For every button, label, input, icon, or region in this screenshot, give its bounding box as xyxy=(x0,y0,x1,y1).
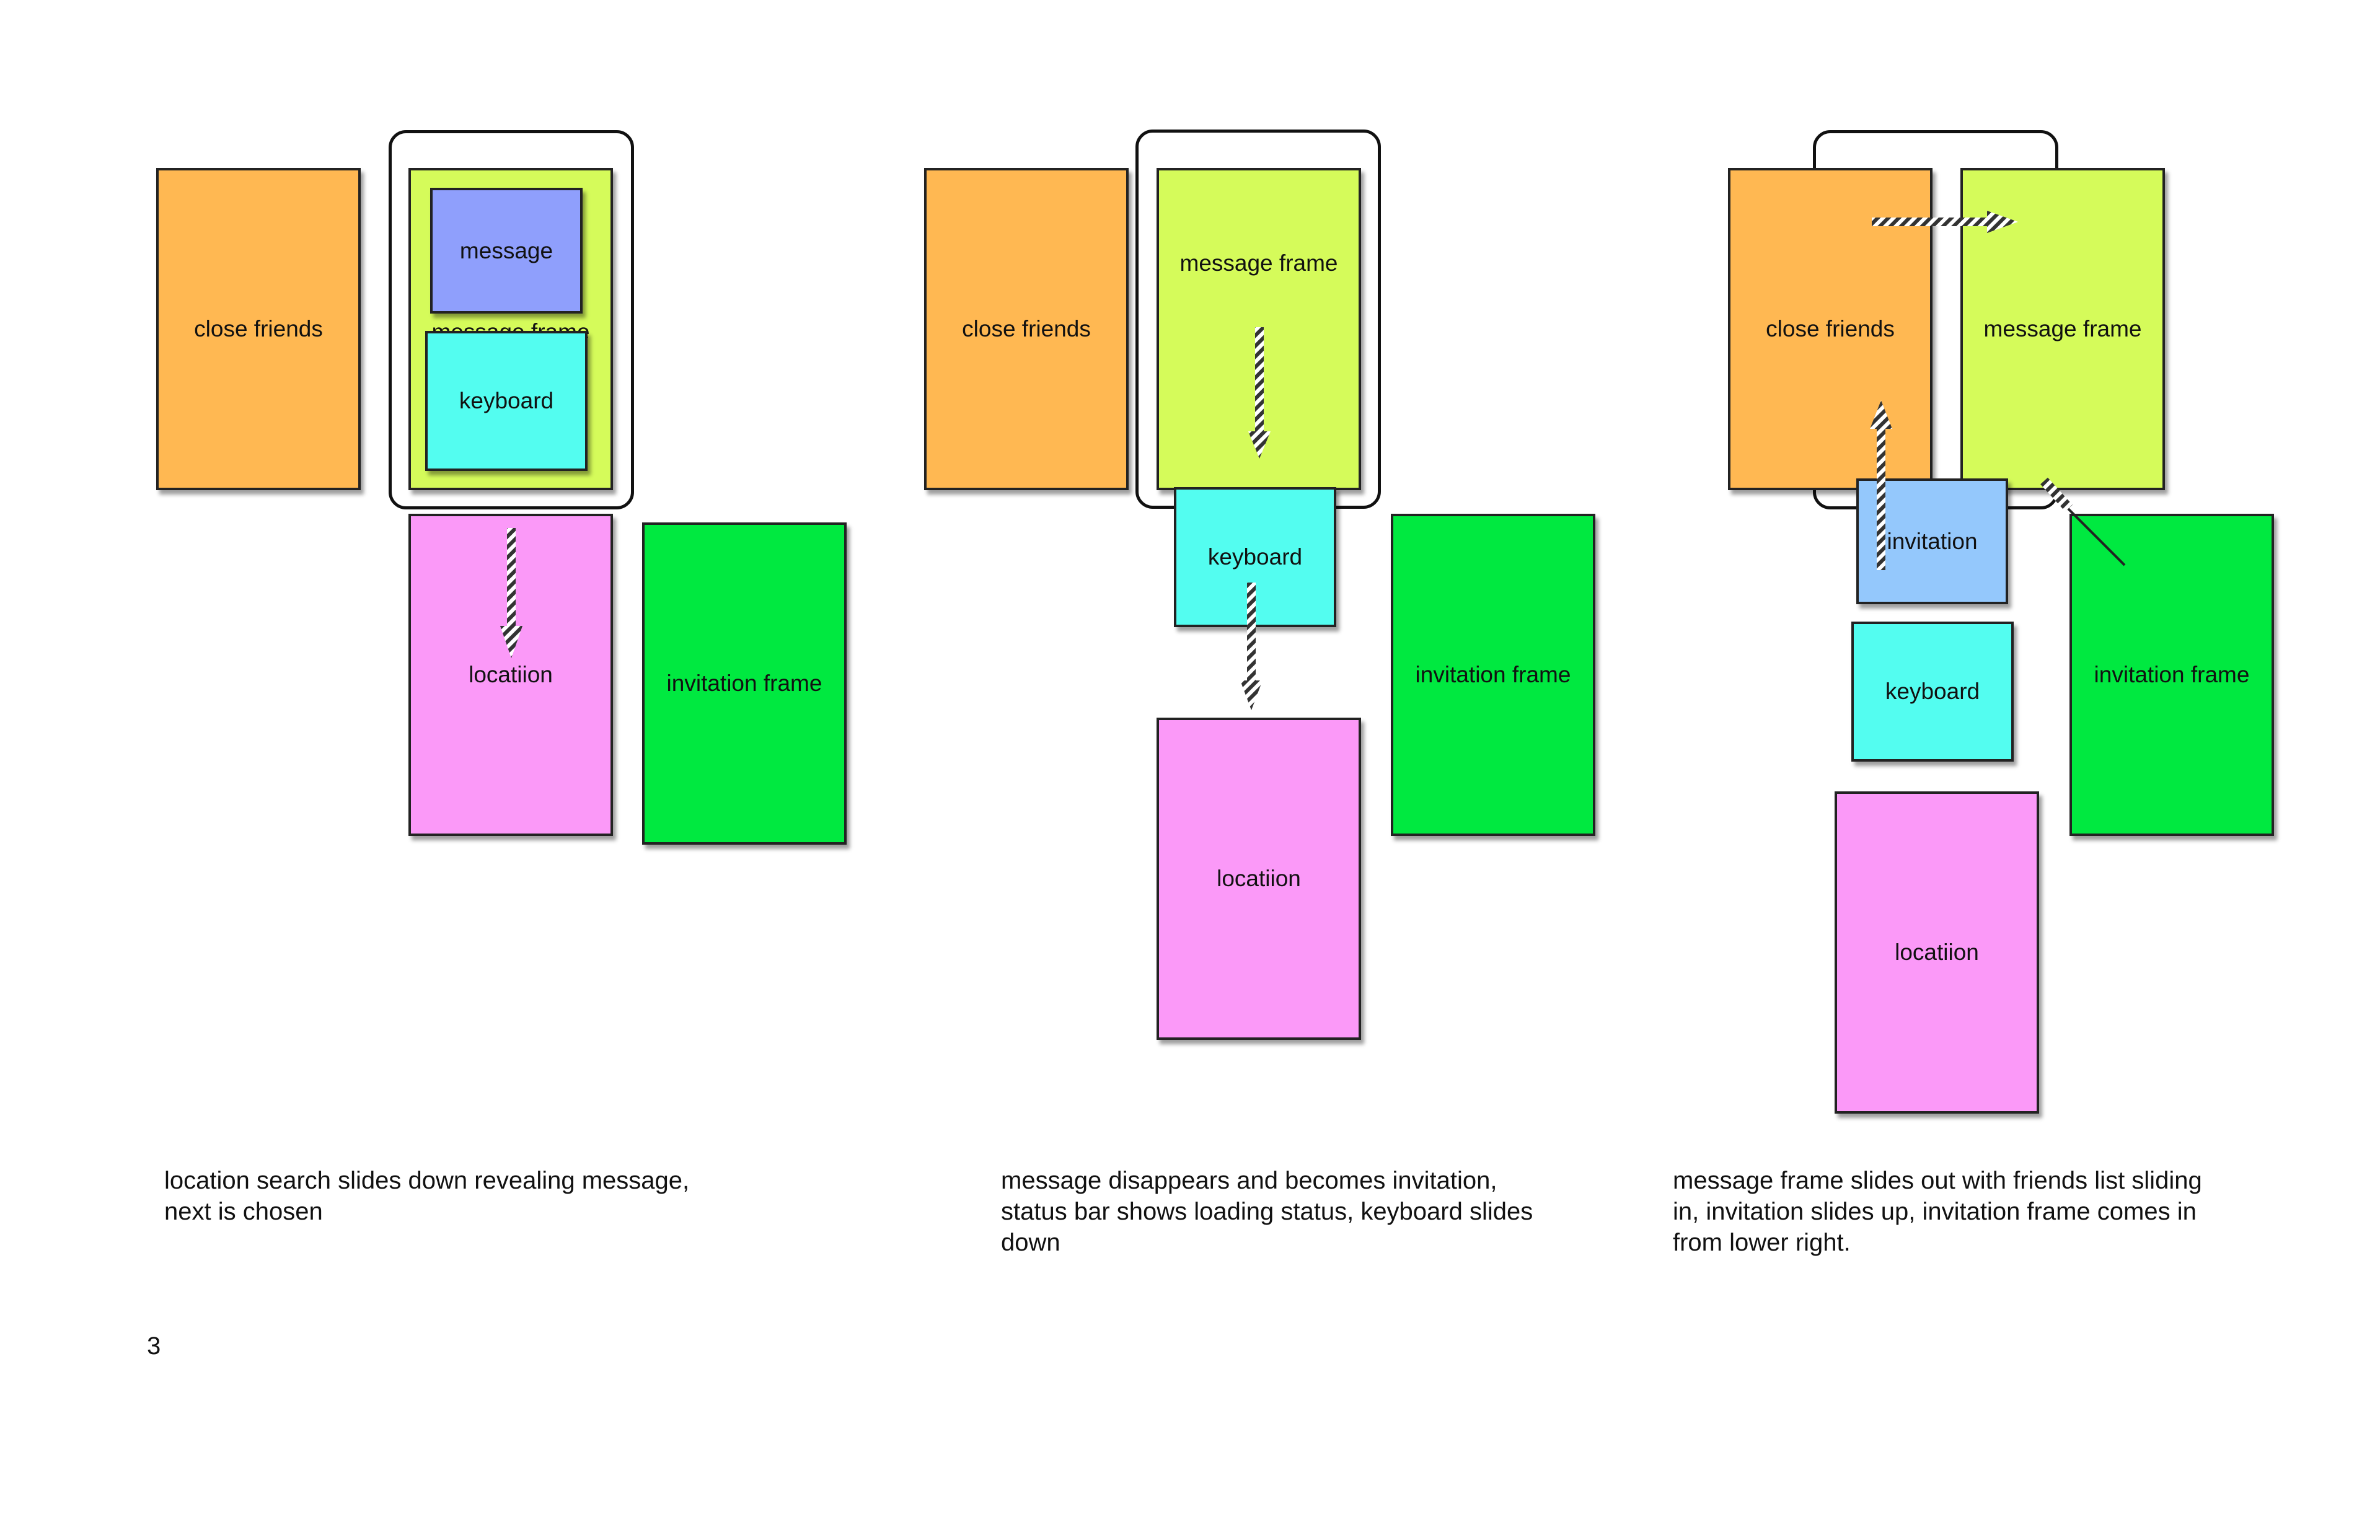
keyboard-card: keyboard xyxy=(1851,622,2014,762)
panel-1-caption: location search slides down revealing me… xyxy=(164,1165,689,1227)
page-number: 3 xyxy=(147,1332,161,1360)
card-label: close friends xyxy=(1766,316,1895,341)
card-label: message frame xyxy=(1983,316,2142,341)
message-frame-card: message frame xyxy=(1157,168,1361,490)
panel-3-caption: message frame slides out with friends li… xyxy=(1673,1165,2202,1258)
location-card: locatiion xyxy=(1835,791,2039,1114)
location-card: locatiion xyxy=(408,514,613,836)
card-label: locatiion xyxy=(1217,866,1301,891)
invitation-frame-card: invitation frame xyxy=(1391,514,1595,836)
invitation-frame-card: invitation frame xyxy=(642,522,847,845)
invitation-card: invitation xyxy=(1856,478,2008,604)
keyboard-card: keyboard xyxy=(425,331,588,471)
caption-line: location search slides down revealing me… xyxy=(164,1167,690,1194)
message-card: message xyxy=(430,188,583,314)
card-label: invitation frame xyxy=(2094,662,2250,687)
location-card: locatiion xyxy=(1157,718,1361,1040)
card-label: invitation frame xyxy=(1415,662,1571,687)
card-label: close friends xyxy=(194,316,323,341)
caption-line: message frame slides out with friends li… xyxy=(1673,1167,2202,1194)
card-label: keyboard xyxy=(459,388,554,413)
caption-line: in, invitation slides up, invitation fra… xyxy=(1673,1198,2197,1225)
close-friends-card: close friends xyxy=(1728,168,1933,490)
close-friends-card: close friends xyxy=(156,168,361,490)
card-label: invitation frame xyxy=(666,671,822,696)
phone-outline xyxy=(389,130,634,509)
panel-2-caption: message disappears and becomes invitatio… xyxy=(1001,1165,1533,1258)
card-label: keyboard xyxy=(1885,679,1980,704)
card-label: keyboard xyxy=(1207,544,1303,570)
invitation-frame-card: invitation frame xyxy=(2069,514,2274,836)
card-label: message xyxy=(459,237,553,263)
keyboard-card: keyboard xyxy=(1174,487,1336,627)
caption-line: down xyxy=(1001,1229,1060,1256)
caption-line: next is chosen xyxy=(164,1198,323,1225)
message-frame-card: message frame xyxy=(1960,168,2165,490)
caption-line: status bar shows loading status, keyboar… xyxy=(1001,1198,1533,1225)
card-label: close friends xyxy=(962,316,1091,341)
card-label: locatiion xyxy=(469,662,553,687)
close-friends-card: close friends xyxy=(924,168,1129,490)
card-label: invitation xyxy=(1887,528,1978,554)
card-label: locatiion xyxy=(1895,939,1979,965)
caption-line: from lower right. xyxy=(1673,1229,1851,1256)
card-label: message frame xyxy=(1179,250,1338,276)
caption-line: message disappears and becomes invitatio… xyxy=(1001,1167,1497,1194)
